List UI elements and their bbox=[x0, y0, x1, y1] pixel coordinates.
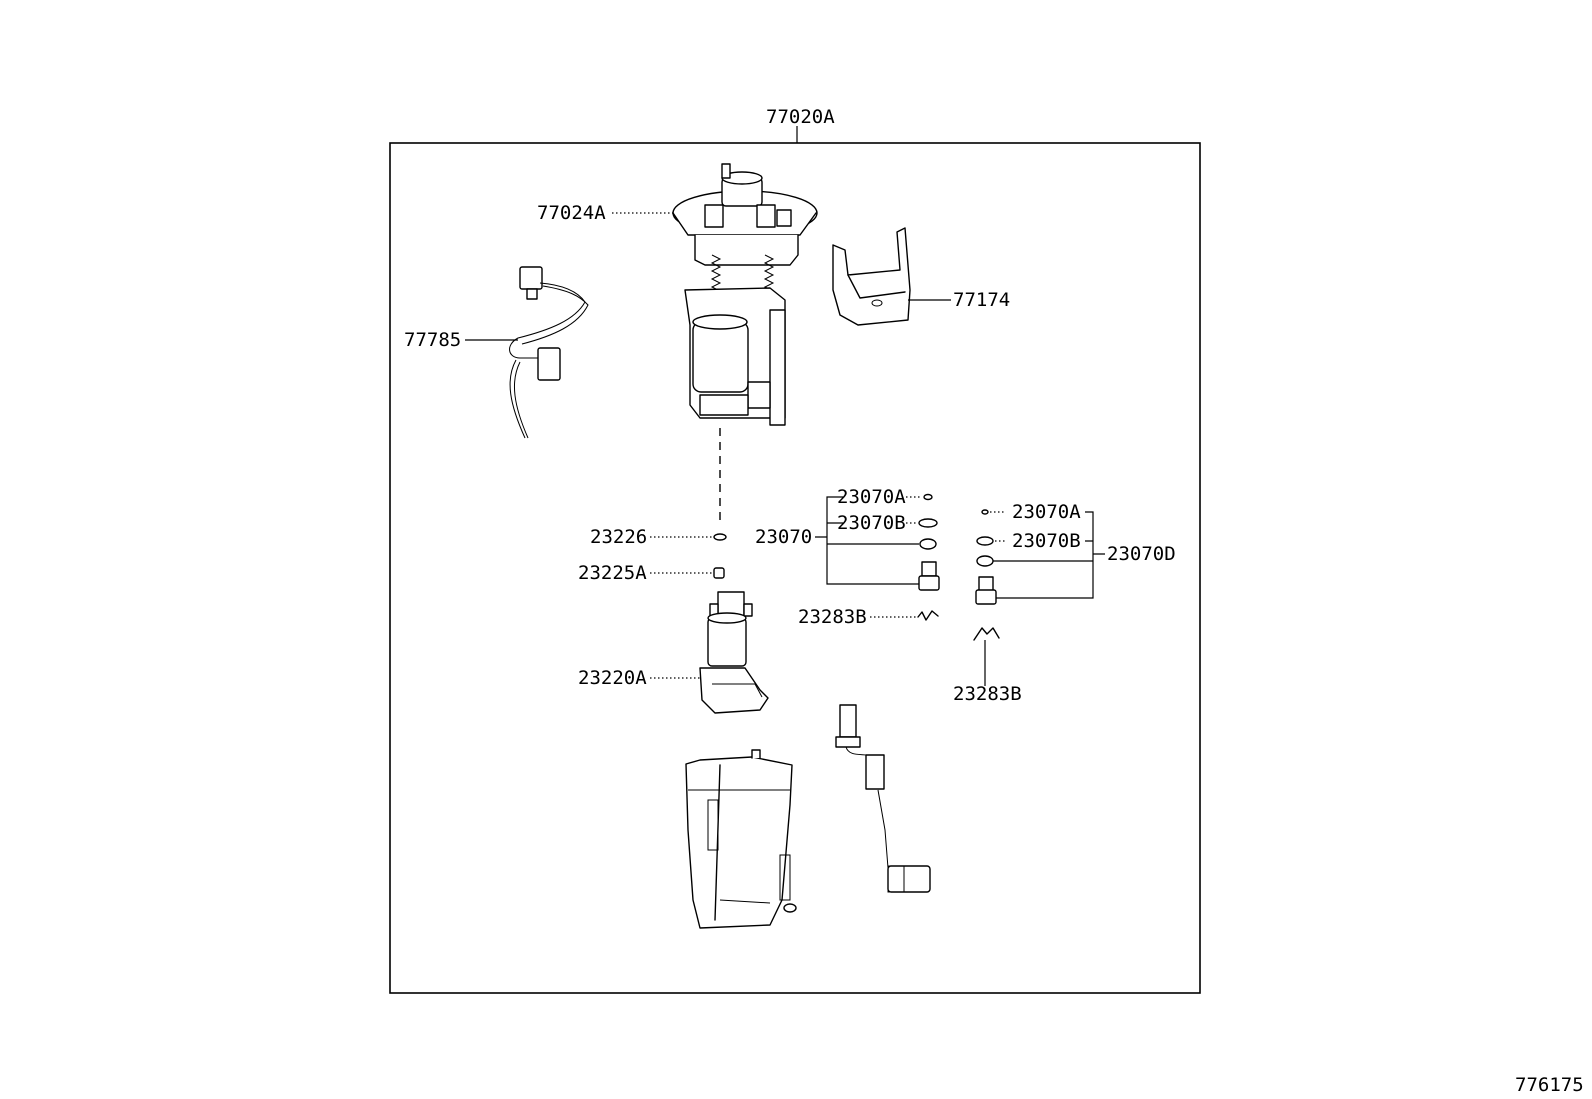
part-regulator-left bbox=[917, 493, 940, 621]
label-77785[interactable]: 77785 bbox=[404, 329, 461, 351]
part-regulator-right bbox=[973, 509, 1000, 641]
label-23070B-right[interactable]: 23070B bbox=[1012, 530, 1081, 552]
part-wire-harness bbox=[509, 266, 589, 439]
part-cushion bbox=[713, 567, 725, 579]
label-23226[interactable]: 23226 bbox=[590, 526, 647, 548]
label-23220A[interactable]: 23220A bbox=[578, 667, 647, 689]
figure-number: 776175 bbox=[1515, 1074, 1584, 1096]
bracket-23070 bbox=[815, 496, 919, 585]
part-retainer-bracket bbox=[832, 227, 911, 326]
bracket-23070D bbox=[993, 511, 1105, 599]
label-77020A[interactable]: 77020A bbox=[766, 106, 835, 128]
label-23070A-right[interactable]: 23070A bbox=[1012, 501, 1081, 523]
part-o-ring bbox=[713, 533, 727, 541]
label-77174[interactable]: 77174 bbox=[953, 289, 1010, 311]
part-pump-bracket bbox=[672, 163, 818, 426]
label-23283B-left[interactable]: 23283B bbox=[798, 606, 867, 628]
label-77024A[interactable]: 77024A bbox=[537, 202, 606, 224]
label-23070D[interactable]: 23070D bbox=[1107, 543, 1176, 565]
assembly-frame bbox=[389, 142, 1201, 994]
part-fuel-reservoir bbox=[685, 749, 797, 929]
label-23225A[interactable]: 23225A bbox=[578, 562, 647, 584]
label-23070A-left[interactable]: 23070A bbox=[837, 486, 906, 508]
part-sender-gauge bbox=[835, 704, 931, 893]
label-23070B-left[interactable]: 23070B bbox=[837, 512, 906, 534]
label-23283B-right[interactable]: 23283B bbox=[953, 683, 1022, 705]
part-fuel-pump bbox=[699, 591, 769, 714]
label-23070[interactable]: 23070 bbox=[755, 526, 812, 548]
